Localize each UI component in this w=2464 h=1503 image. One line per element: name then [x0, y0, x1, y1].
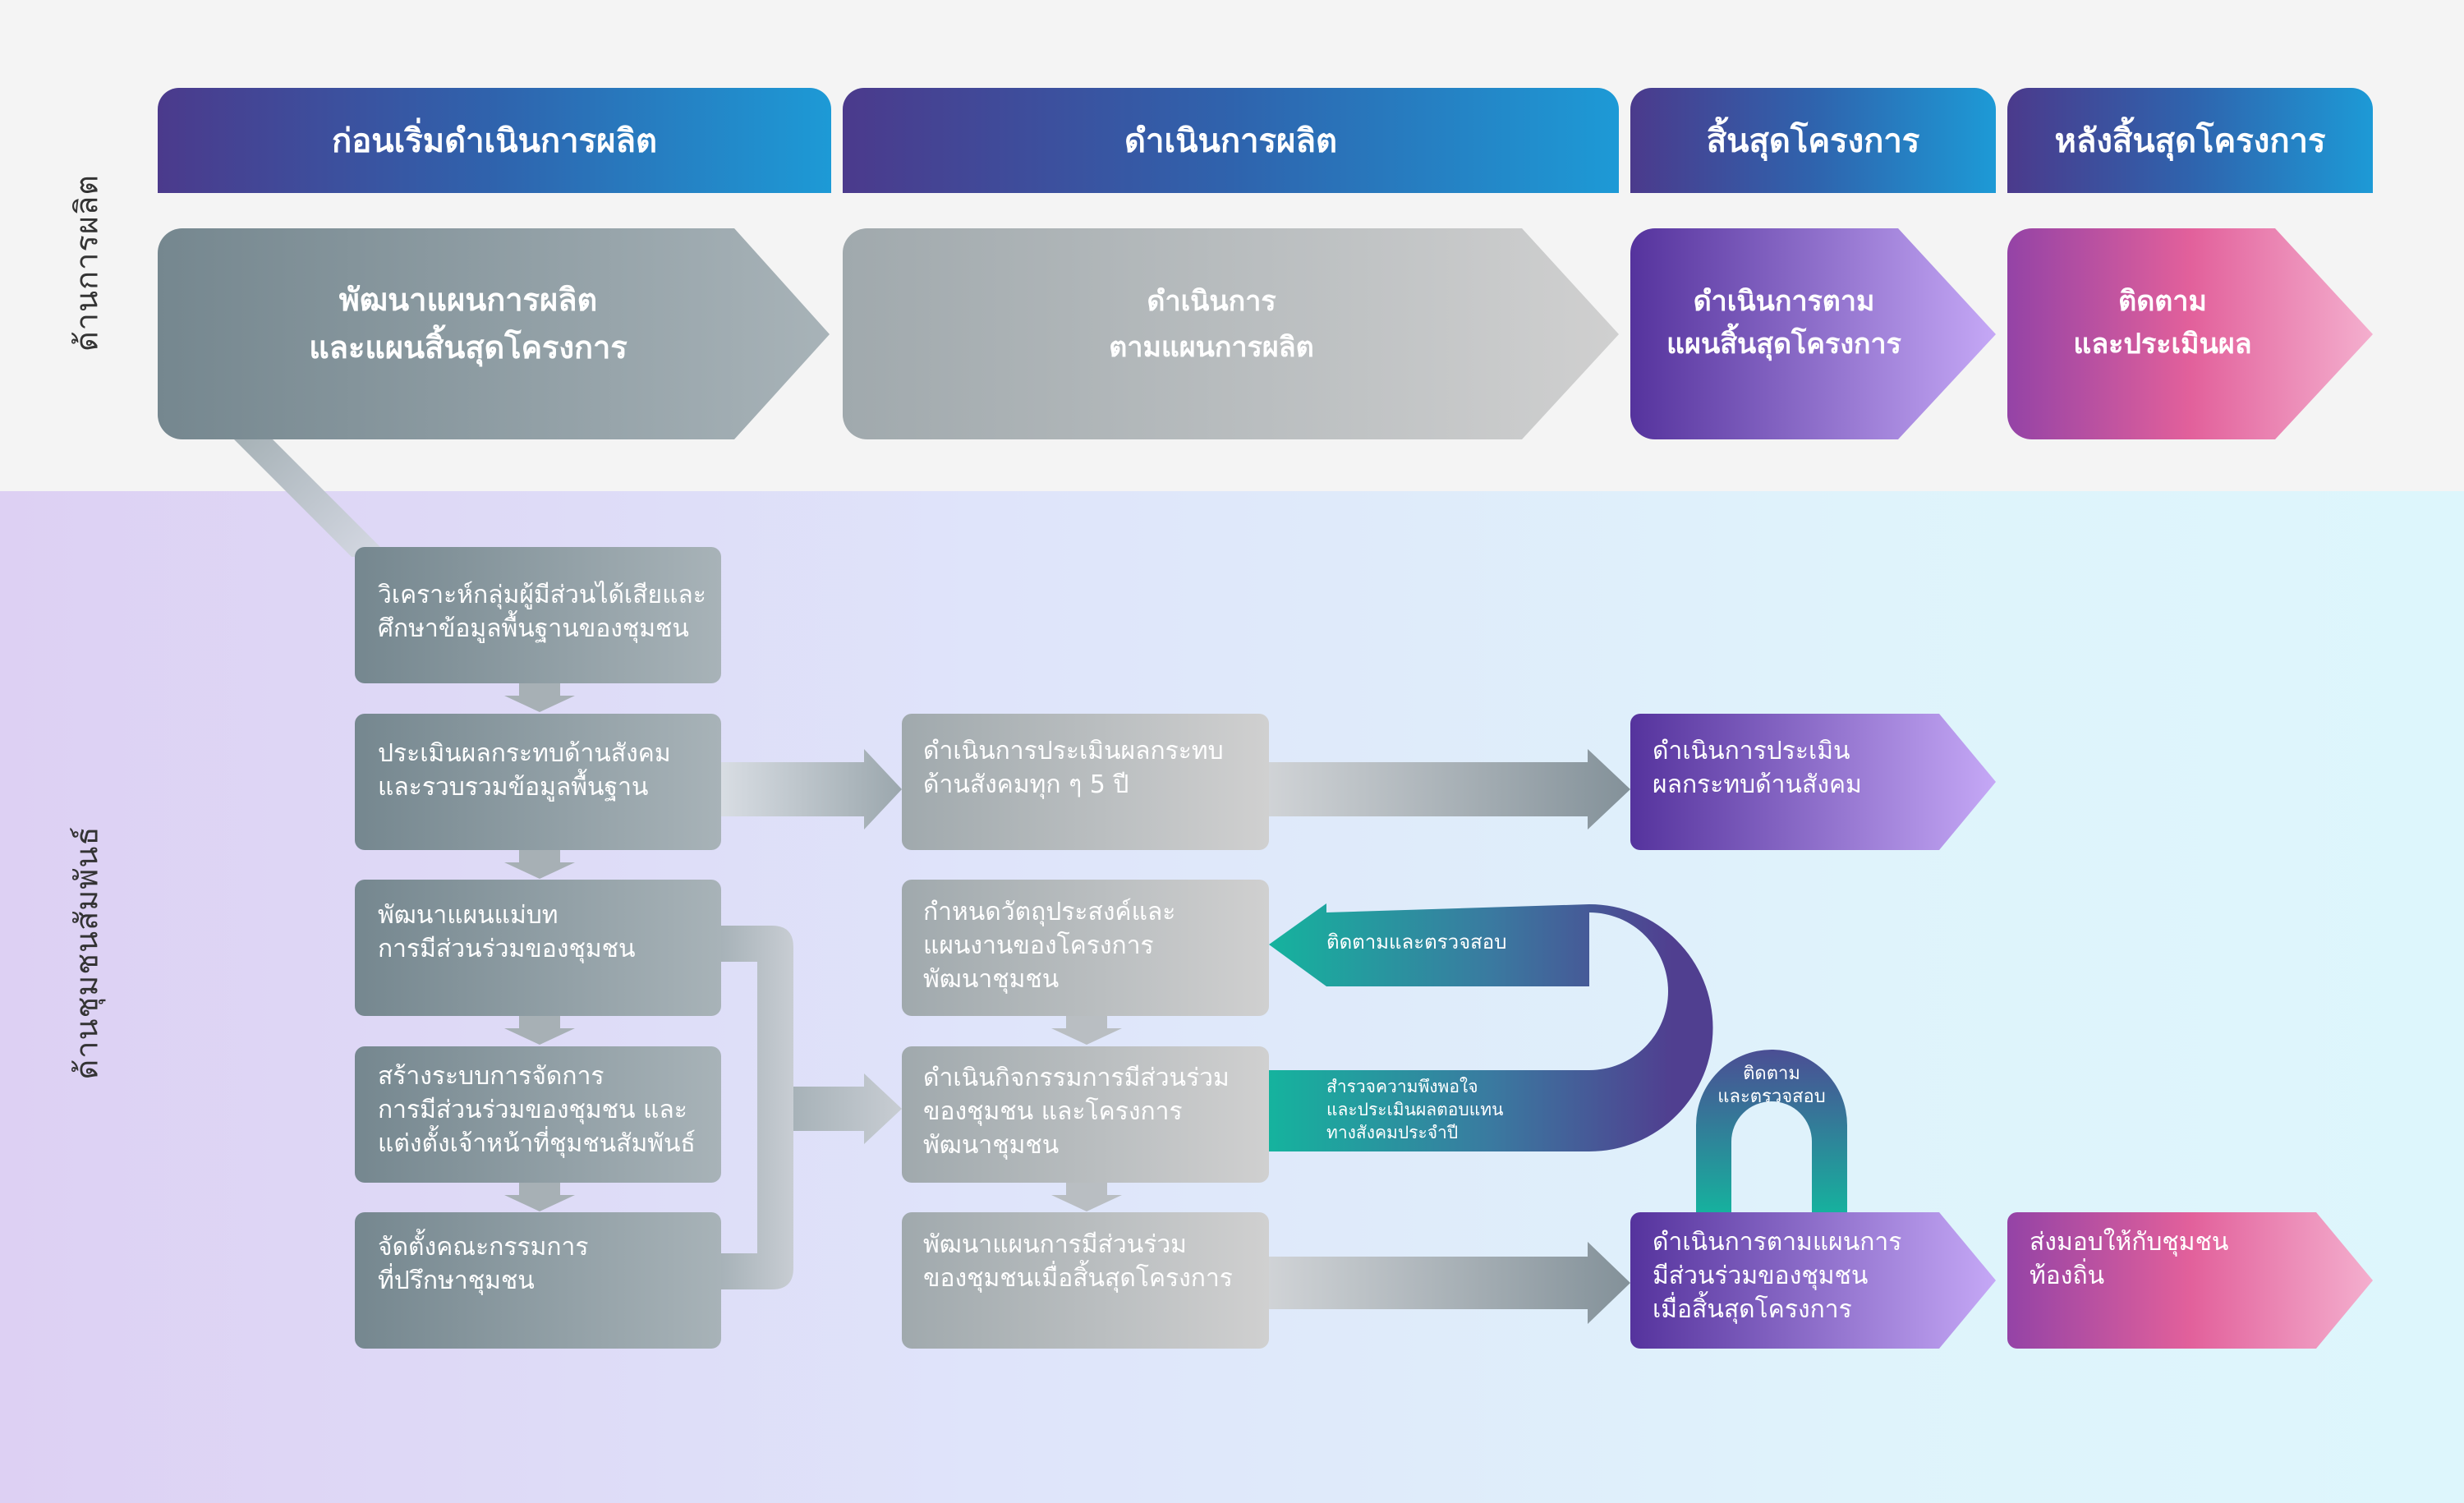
label-final-impact-2: ผลกระทบด้านสังคม — [1653, 770, 1862, 799]
monitoring-arch-loop — [1696, 1050, 1847, 1213]
arrow-impact-to-5-years — [721, 749, 902, 830]
label-stakeholder-1: วิเคราะห์กลุ่มผู้มีส่วนได้เสียและ — [378, 580, 706, 610]
label-closure-participation-3: เมื่อสิ้นสุดโครงการ — [1653, 1291, 1852, 1325]
step-monitor-evaluate — [2007, 228, 2373, 439]
label-closure-plan-2: ของชุมชนเมื่อสิ้นสุดโครงการ — [923, 1260, 1233, 1294]
merge-bracket — [721, 926, 793, 1289]
label-operate-closure-1: ดำเนินการตาม — [1694, 285, 1875, 318]
phase-header-production: ดำเนินการผลิต — [843, 88, 1619, 193]
label-handover-2: ท้องถิ่น — [2030, 1258, 2104, 1290]
label-monitor-1: ติดตาม — [2118, 285, 2207, 318]
down-arrow-4 — [504, 1183, 575, 1211]
box-participation-closure-plan — [902, 1212, 1269, 1349]
label-5-years-1: ดำเนินการประเมินผลกระทบ — [923, 737, 1224, 765]
label-objectives-1: กำหนดวัตถุประสงค์และ — [923, 898, 1175, 927]
step-develop-production-plan — [158, 228, 830, 439]
label-objectives-2: แผนงานของโครงการ — [923, 931, 1154, 960]
label-objectives-3: พัฒนาชุมชน — [923, 965, 1059, 995]
label-closure-plan-1: พัฒนาแผนการมีส่วนร่วม — [923, 1230, 1187, 1259]
label-activities-1: ดำเนินกิจกรรมการมีส่วนร่วม — [923, 1064, 1230, 1092]
label-operate-1: ดำเนินการ — [1147, 285, 1276, 318]
down-arrow-1 — [504, 683, 575, 712]
label-closure-participation-2: มีส่วนร่วมของชุมชน — [1653, 1262, 1868, 1291]
box-final-impact-assessment — [1630, 714, 1996, 850]
arrow-5-years-to-final — [1269, 749, 1630, 830]
label-advisory-1: จัดตั้งคณะกรรมการ — [378, 1229, 589, 1262]
label-monitor-inspect: ติดตามและตรวจสอบ — [1326, 931, 1506, 954]
box-advisory-committee — [355, 1212, 721, 1349]
monitoring-survey-loop — [1269, 903, 1713, 1151]
label-monitor-small-2: และตรวจสอบ — [1717, 1087, 1825, 1107]
arrow-closure-plan-to-execution — [1269, 1242, 1630, 1324]
label-survey-2: และประเมินผลตอบแทน — [1326, 1100, 1503, 1119]
label-develop-plan-1: พัฒนาแผนการผลิต — [339, 282, 597, 318]
label-monitor-small-1: ติดตาม — [1743, 1064, 1800, 1084]
label-develop-plan-2: และแผนสิ้นสุดโครงการ — [309, 324, 627, 367]
label-participation-system-3: แต่งตั้งเจ้าหน้าที่ชุมชนสัมพันธ์ — [378, 1125, 696, 1159]
box-stakeholder-analysis — [355, 547, 721, 683]
label-participation-system-2: การมีส่วนร่วมของชุมชน และ — [378, 1096, 687, 1125]
phase-header-post-project: หลังสิ้นสุดโครงการ — [2007, 88, 2373, 193]
label-survey-1: สำรวจความพึงพอใจ — [1326, 1077, 1478, 1096]
box-participation-activities — [902, 1046, 1269, 1183]
box-closure-participation — [1630, 1212, 1996, 1349]
arrow-bracket-to-activities — [793, 1073, 902, 1144]
label-social-impact-2: และรวบรวมข้อมูลพื้นฐาน — [378, 769, 648, 802]
box-objectives-plan — [902, 880, 1269, 1016]
phase-header-pre-production: ก่อนเริ่มดำเนินการผลิต — [158, 88, 831, 193]
label-activities-2: ของชุมชน และโครงการ — [923, 1096, 1183, 1127]
diagonal-connector — [234, 439, 390, 557]
label-social-impact-1: ประเมินผลกระทบด้านสังคม — [378, 739, 671, 768]
down-arrow-2 — [504, 850, 575, 879]
label-participation-system-1: สร้างระบบการจัดการ — [378, 1062, 605, 1091]
step-operate-production-plan — [843, 228, 1619, 439]
label-final-impact-1: ดำเนินการประเมิน — [1653, 737, 1850, 765]
down-arrow-3 — [504, 1016, 575, 1045]
box-handover — [2007, 1212, 2373, 1349]
label-monitor-2: และประเมินผล — [2073, 328, 2251, 361]
label-5-years-2: ด้านสังคมทุก ๆ 5 ปี — [923, 770, 1129, 800]
box-impact-every-5-years — [902, 714, 1269, 850]
phase-header-project-end: สิ้นสุดโครงการ — [1630, 88, 1996, 193]
label-operate-2: ตามแผนการผลิต — [1109, 331, 1313, 364]
down-arrow-5 — [1051, 1016, 1122, 1045]
down-arrow-6 — [1051, 1183, 1122, 1211]
label-master-plan-1: พัฒนาแผนแม่บท — [378, 901, 559, 930]
box-master-plan — [355, 880, 721, 1016]
label-handover-1: ส่งมอบให้กับชุมชน — [2030, 1228, 2228, 1257]
label-master-plan-2: การมีส่วนร่วมของชุมชน — [378, 935, 635, 964]
box-participation-system — [355, 1046, 721, 1183]
label-activities-3: พัฒนาชุมชน — [923, 1131, 1059, 1161]
step-operate-closure-plan — [1630, 228, 1996, 439]
label-operate-closure-2: แผนสิ้นสุดโครงการ — [1666, 323, 1901, 361]
label-survey-3: ทางสังคมประจำปี — [1326, 1123, 1458, 1142]
label-closure-participation-1: ดำเนินการตามแผนการ — [1653, 1228, 1901, 1257]
label-stakeholder-2: ศึกษาข้อมูลพื้นฐานของชุมชน — [378, 610, 689, 644]
box-social-impact-assessment — [355, 714, 721, 850]
label-advisory-2: ที่ปรึกษาชุมชน — [378, 1263, 535, 1296]
